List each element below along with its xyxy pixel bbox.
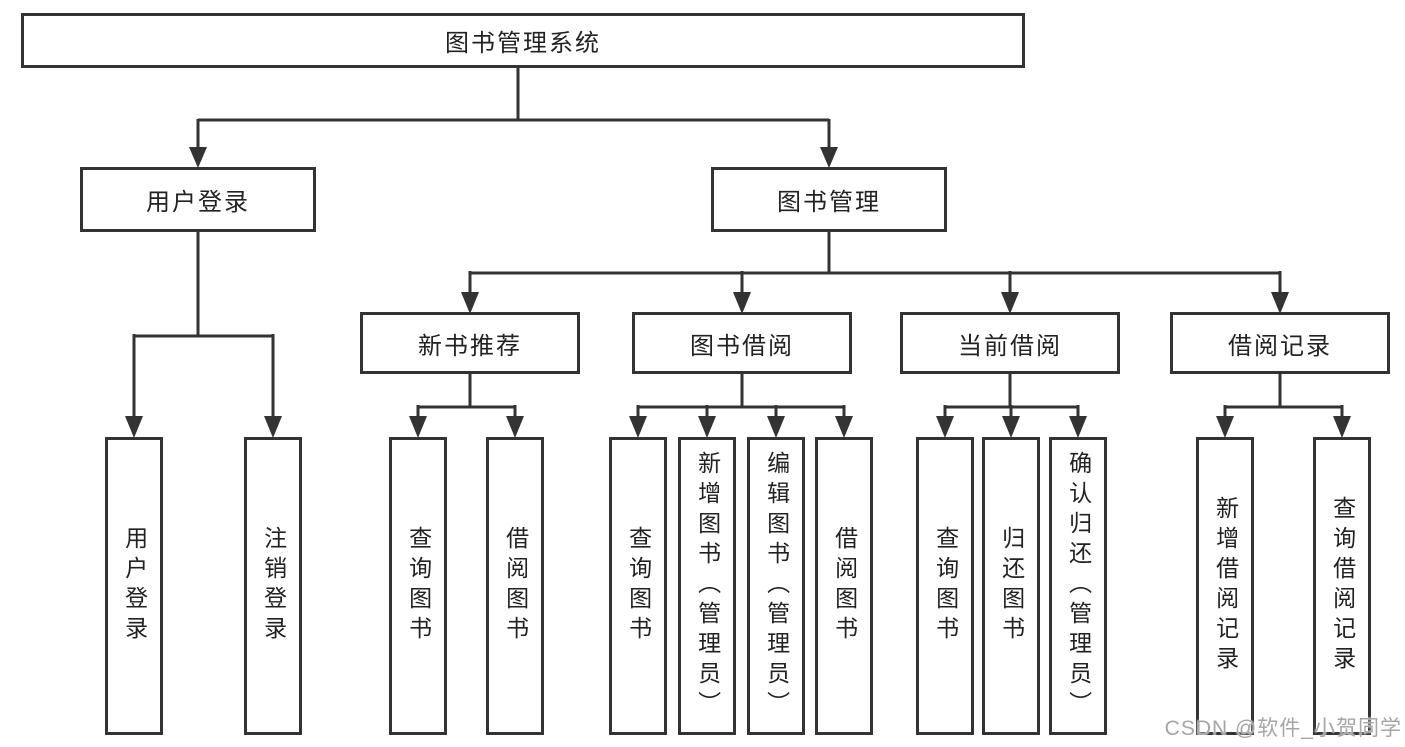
node-leaf-return-books: 归还图书: [982, 437, 1040, 735]
node-label: 用户登录: [146, 189, 250, 216]
node-leaf-add-borrow-record: 新增借阅记录: [1196, 437, 1254, 735]
node-user-login: 用户登录: [80, 167, 316, 232]
node-label: 查询图书: [625, 526, 652, 646]
node-label: 图书借阅: [690, 332, 794, 360]
node-label: 注销登录: [260, 526, 287, 646]
node-leaf-query-books-1: 查询图书: [389, 437, 447, 735]
node-leaf-edit-books-admin: 编辑图书（管理员）: [747, 437, 805, 735]
node-label: 查询借阅记录: [1329, 496, 1356, 676]
node-label: 归还图书: [998, 526, 1025, 646]
node-leaf-query-books-3: 查询图书: [916, 437, 974, 735]
node-label: 图书管理系统: [445, 30, 601, 57]
node-label: 借阅记录: [1228, 332, 1332, 360]
node-label: 借阅图书: [831, 526, 858, 646]
node-leaf-user-login: 用户登录: [105, 437, 163, 735]
node-label: 新增借阅记录: [1212, 496, 1239, 676]
connector-edges: [132, 66, 1344, 418]
node-label: 借阅图书: [502, 526, 529, 646]
node-library-management-system: 图书管理系统: [21, 13, 1025, 68]
node-label: 查询图书: [405, 526, 432, 646]
node-label: 编辑图书（管理员）: [763, 451, 790, 721]
arrowhead-icons: [125, 147, 1351, 438]
node-leaf-borrow-books-1: 借阅图书: [486, 437, 544, 735]
node-label: 确认归还（管理员）: [1065, 451, 1092, 721]
node-label: 新增图书（管理员）: [694, 451, 721, 721]
node-label: 查询图书: [932, 526, 959, 646]
node-label: 当前借阅: [958, 332, 1062, 360]
node-leaf-add-books-admin: 新增图书（管理员）: [678, 437, 736, 735]
csdn-watermark: CSDN @软件_小贺同学: [1164, 717, 1402, 740]
node-leaf-confirm-return-admin: 确认归还（管理员）: [1049, 437, 1107, 735]
node-book-management: 图书管理: [711, 167, 947, 232]
node-leaf-query-borrow-record: 查询借阅记录: [1313, 437, 1371, 735]
node-new-book-recommend: 新书推荐: [360, 312, 580, 374]
node-leaf-query-books-2: 查询图书: [609, 437, 667, 735]
node-book-borrowing: 图书借阅: [632, 312, 852, 374]
node-borrowing-records: 借阅记录: [1170, 312, 1390, 374]
node-leaf-logout: 注销登录: [244, 437, 302, 735]
node-leaf-borrow-books-2: 借阅图书: [815, 437, 873, 735]
node-current-borrowing: 当前借阅: [900, 312, 1120, 374]
node-label: 新书推荐: [418, 332, 522, 360]
node-label: 用户登录: [121, 526, 148, 646]
node-label: 图书管理: [777, 189, 881, 216]
